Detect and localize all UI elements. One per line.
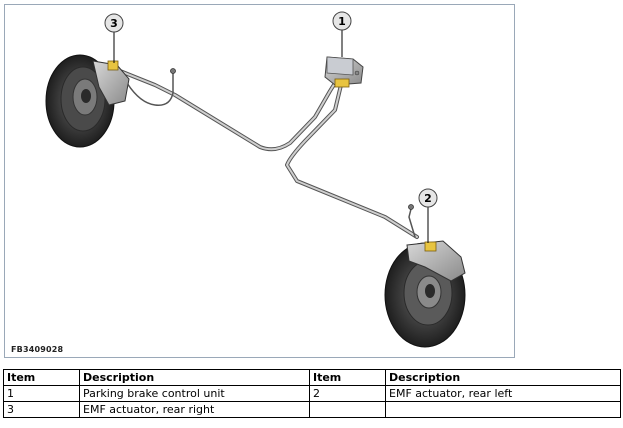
table-row: 3 EMF actuator, rear right xyxy=(3,401,621,418)
table-cell: 3 xyxy=(3,401,80,418)
table-cell: EMF actuator, rear right xyxy=(79,401,310,418)
callout-1: 1 xyxy=(332,11,352,57)
table-cell: 2 xyxy=(309,385,386,402)
table-cell xyxy=(385,401,621,418)
parking-brake-illustration: 1 2 3 FB3409028 xyxy=(4,4,515,358)
header-item: Item xyxy=(3,369,80,386)
parts-legend-table: Item Description Item Description 1 Park… xyxy=(3,369,621,418)
brake-cable-harness xyxy=(113,67,419,239)
header-description: Description xyxy=(385,369,621,386)
table-cell xyxy=(309,401,386,418)
table-cell: Parking brake control unit xyxy=(79,385,310,402)
callout-2-label: 2 xyxy=(424,192,432,205)
figure-code: FB3409028 xyxy=(11,345,64,354)
header-item: Item xyxy=(309,369,386,386)
parking-brake-control-unit xyxy=(324,56,364,88)
rear-right-brake-assembly xyxy=(45,54,130,148)
rear-left-brake-assembly xyxy=(384,240,466,348)
table-row: 1 Parking brake control unit 2 EMF actua… xyxy=(3,385,621,402)
callout-2: 2 xyxy=(418,188,438,243)
header-description: Description xyxy=(79,369,310,386)
table-cell: EMF actuator, rear left xyxy=(385,385,621,402)
callout-1-label: 1 xyxy=(338,15,346,28)
callout-3: 3 xyxy=(104,13,124,63)
table-header-row: Item Description Item Description xyxy=(3,369,621,386)
brake-system-diagram: 1 2 3 xyxy=(45,11,466,348)
callout-3-label: 3 xyxy=(110,17,118,30)
table-cell: 1 xyxy=(3,385,80,402)
